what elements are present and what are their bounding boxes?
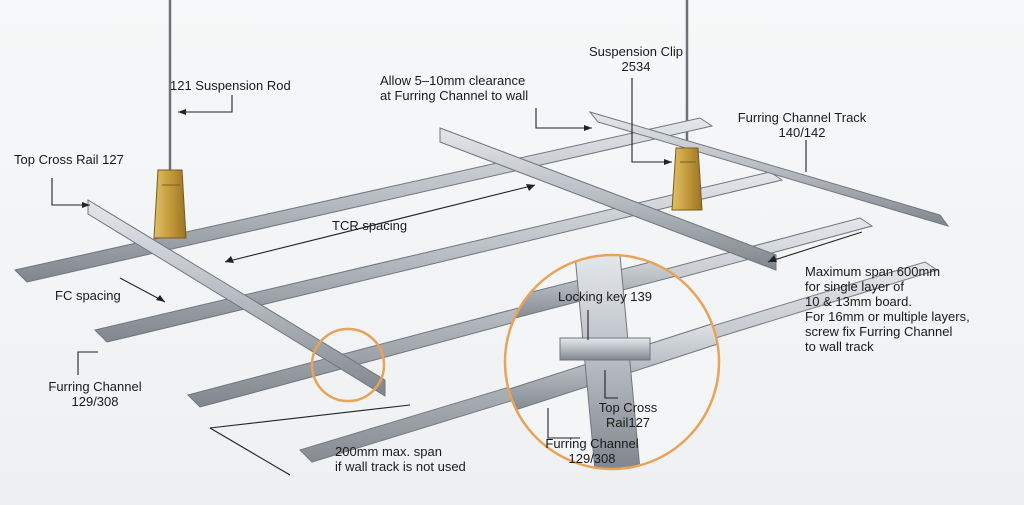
arrow-fc-spacing xyxy=(119,277,166,303)
leader-suspension-rod xyxy=(178,95,233,113)
furring-channels xyxy=(14,117,939,463)
inset-locking-key xyxy=(559,337,651,361)
label-inset-top-cross-rail: Top Cross Rail127 xyxy=(588,400,668,430)
label-max-span-line5: screw fix Furring Channel xyxy=(805,324,953,339)
label-locking-key: Locking key 139 xyxy=(558,289,652,304)
label-suspension-rod: 121 Suspension Rod xyxy=(170,78,291,93)
label-200mm-span: 200mm max. span if wall track is not use… xyxy=(335,444,466,474)
label-inset-furring-channel-line2: 129/308 xyxy=(568,451,616,466)
label-clearance-line2: at Furring Channel to wall xyxy=(380,88,529,103)
label-200mm-span-line2: if wall track is not used xyxy=(335,459,466,474)
label-max-span-line2: for single layer of xyxy=(805,279,904,294)
leader-inset-tcr xyxy=(604,370,618,399)
leader-lines xyxy=(51,78,863,476)
suspension-clip-left xyxy=(153,169,187,239)
arrow-max-span xyxy=(767,231,863,263)
label-furring-channel: Furring Channel 129/308 xyxy=(30,379,160,409)
inset-magnified-view xyxy=(503,253,721,471)
label-max-span-line3: 10 & 13mm board. xyxy=(805,294,912,309)
label-inset-furring-channel: Furring Channel 129/308 xyxy=(522,436,662,466)
leader-top-cross-rail xyxy=(51,178,90,206)
top-cross-rail-left xyxy=(87,199,386,397)
label-top-cross-rail: Top Cross Rail 127 xyxy=(14,152,124,167)
top-cross-rails xyxy=(87,127,777,397)
furring-channel-1 xyxy=(14,117,714,283)
furring-channel-track xyxy=(588,111,950,227)
label-suspension-clip-line2: 2534 xyxy=(621,59,651,74)
label-clearance-line1: Allow 5–10mm clearance xyxy=(380,73,526,88)
label-furring-channel-line2: 129/308 xyxy=(71,394,119,409)
leader-clearance xyxy=(535,108,592,129)
label-suspension-clip-line1: Suspension Clip xyxy=(589,44,683,59)
furring-channel-2 xyxy=(94,171,784,343)
label-clearance: Allow 5–10mm clearance at Furring Channe… xyxy=(380,73,528,103)
detail-circle-small xyxy=(310,327,386,403)
label-inset-top-cross-rail-line1: Top Cross xyxy=(598,400,658,415)
suspension-clip-right xyxy=(671,147,703,211)
label-suspension-clip: Suspension Clip 2534 xyxy=(556,44,716,74)
dimension-200mm xyxy=(209,404,411,429)
label-fc-track-line2: 140/142 xyxy=(778,125,826,140)
top-cross-rail-right xyxy=(439,127,777,271)
label-max-span-line6: to wall track xyxy=(805,339,874,354)
label-fc-track-line1: Furring Channel Track xyxy=(737,110,867,125)
label-inset-furring-channel-line1: Furring Channel xyxy=(545,436,639,451)
inset-top-cross-rail xyxy=(574,255,641,469)
arrow-heads xyxy=(82,109,777,302)
label-tcr-spacing: TCR spacing xyxy=(332,218,408,233)
label-max-span-line4: For 16mm or multiple layers, xyxy=(805,309,970,324)
leader-furring-channel xyxy=(77,351,98,375)
label-furring-channel-line1: Furring Channel xyxy=(48,379,142,394)
dimension-200mm-ext xyxy=(209,427,291,476)
label-max-span-line1: Maximum span 600mm xyxy=(805,264,941,279)
leader-suspension-clip xyxy=(631,78,672,163)
leader-inset-fc xyxy=(547,408,580,439)
label-fc-track: Furring Channel Track 140/142 xyxy=(712,110,892,140)
label-max-span: Maximum span 600mm for single layer of 1… xyxy=(805,264,970,354)
label-fc-spacing: FC spacing xyxy=(55,288,121,303)
label-inset-top-cross-rail-line2: Rail127 xyxy=(605,415,651,430)
arrow-tcr-spacing xyxy=(224,184,536,263)
label-200mm-span-line1: 200mm max. span xyxy=(335,444,442,459)
